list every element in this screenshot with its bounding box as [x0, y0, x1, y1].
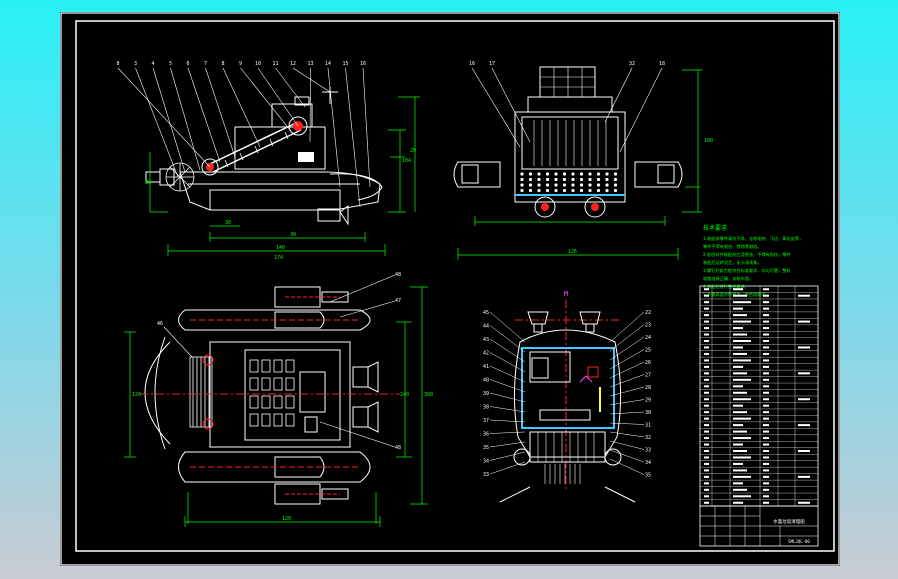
- side-view: 8 3 4 5 6 7 8 9 10 11 12 13 14 15 16 140 104 30 80: [116, 61, 420, 261]
- dimension-label: 140: [276, 245, 285, 251]
- part-balloon: 37: [483, 418, 489, 424]
- part-balloon: 40: [483, 378, 489, 384]
- dimension-label: 104: [402, 158, 411, 164]
- dimension-label: 20: [410, 148, 416, 154]
- part-balloon: 41: [483, 364, 489, 370]
- dimension-label: 126: [568, 249, 577, 255]
- drawing-number: SMLJQL-00: [788, 539, 810, 544]
- top-view: 48 47 46 48 126 240 300 120: [124, 272, 433, 527]
- part-balloon: 28: [645, 385, 651, 391]
- part-balloon: 29: [645, 398, 651, 404]
- part-balloon: 10: [255, 61, 261, 67]
- part-balloon: 43: [483, 337, 489, 343]
- note-line: 5.外露表面涂防锈漆，颜色按要求。: [703, 291, 770, 298]
- dimension-label: 300: [424, 392, 433, 398]
- part-balloon: 23: [645, 323, 651, 329]
- note-line: 4.装配后进行整机调试。: [703, 283, 749, 290]
- note-line: 电路连接正确，安装牢固。: [703, 275, 753, 282]
- title-block: 水面垃圾清理船 SMLJQL-00: [699, 505, 819, 547]
- part-balloon: 18: [659, 61, 665, 67]
- part-balloon: 25: [645, 348, 651, 354]
- part-balloon: 48: [395, 272, 401, 278]
- part-balloon: 46: [157, 321, 163, 327]
- dimension-label: 180: [704, 138, 713, 144]
- note-line: 3.螺钉拧紧力矩符合标准要求，均匀可靠，整机: [703, 267, 792, 274]
- part-balloon: 39: [483, 391, 489, 397]
- part-balloon: 45: [483, 310, 489, 316]
- part-balloon: 33: [645, 448, 651, 454]
- part-balloon: 24: [645, 335, 651, 341]
- part-balloon: 7: [204, 61, 207, 67]
- part-balloon: 34: [645, 460, 651, 466]
- front-view: 16 17 32 18 126 180: [453, 61, 713, 260]
- part-balloon: 27: [645, 373, 651, 379]
- part-balloon: 47: [395, 298, 401, 304]
- part-balloon: 16: [360, 61, 366, 67]
- note-line: 零件不得有划伤、锈蚀等缺陷。: [703, 243, 762, 250]
- part-balloon: 13: [307, 61, 313, 67]
- note-line: 1.装配前零件清洗干净，去除毛刺、飞边、氧化皮等，: [703, 235, 803, 242]
- part-balloon: 8: [116, 61, 119, 67]
- part-balloon: 48: [395, 445, 401, 451]
- dimension-label: 80: [145, 180, 151, 186]
- part-balloon: 4: [151, 61, 154, 67]
- part-balloon: 6: [186, 61, 189, 67]
- part-balloon: 5: [169, 61, 172, 67]
- dimension-label: 126: [132, 392, 141, 398]
- dimension-label: 30: [290, 232, 296, 238]
- dimension-label: 240: [400, 392, 409, 398]
- part-balloon: 30: [645, 410, 651, 416]
- part-balloon: 22: [645, 310, 651, 316]
- part-balloon: 42: [483, 351, 489, 357]
- note-line: 装配后运转灵活，无卡滞现象。: [703, 259, 762, 266]
- part-balloon: 11: [272, 61, 278, 67]
- drawing-title: 水面垃圾清理船: [773, 518, 805, 525]
- part-balloon: 9: [239, 61, 242, 67]
- part-balloon: 31: [645, 423, 651, 429]
- dimension-label: 120: [282, 516, 291, 522]
- section-mark: M: [564, 290, 568, 298]
- part-balloon: 3: [134, 61, 137, 67]
- part-balloon: 12: [290, 61, 296, 67]
- part-balloon: 32: [629, 61, 635, 67]
- part-balloon: 44: [483, 324, 489, 330]
- outer-border: [60, 12, 840, 566]
- part-balloon: 35: [645, 473, 651, 479]
- dimension-label: 174: [274, 255, 283, 261]
- part-balloon: 36: [483, 432, 489, 438]
- technical-notes: 技术要求 1.装配前零件清洗干净，去除毛刺、飞边、氧化皮等，零件不得有划伤、锈蚀…: [703, 224, 803, 298]
- note-line: 2.各密封件装配前应浸透油，不得有损伤，零件: [703, 251, 791, 258]
- section-view: M: [483, 290, 651, 503]
- inner-border: [75, 20, 835, 552]
- part-balloon: 38: [483, 405, 489, 411]
- notes-heading: 技术要求: [703, 224, 727, 232]
- part-balloon: 33: [483, 472, 489, 478]
- part-balloon: 14: [325, 61, 331, 67]
- part-balloon: 8: [221, 61, 224, 67]
- bom-table: [699, 285, 819, 507]
- part-balloon: 16: [469, 61, 475, 67]
- part-balloon: 32: [645, 435, 651, 441]
- dimension-label: 30: [225, 220, 231, 226]
- part-balloon: 17: [489, 61, 495, 67]
- part-balloon: 34: [483, 459, 489, 465]
- part-balloon: 35: [483, 445, 489, 451]
- part-balloon: 26: [645, 360, 651, 366]
- part-balloon: 15: [342, 61, 348, 67]
